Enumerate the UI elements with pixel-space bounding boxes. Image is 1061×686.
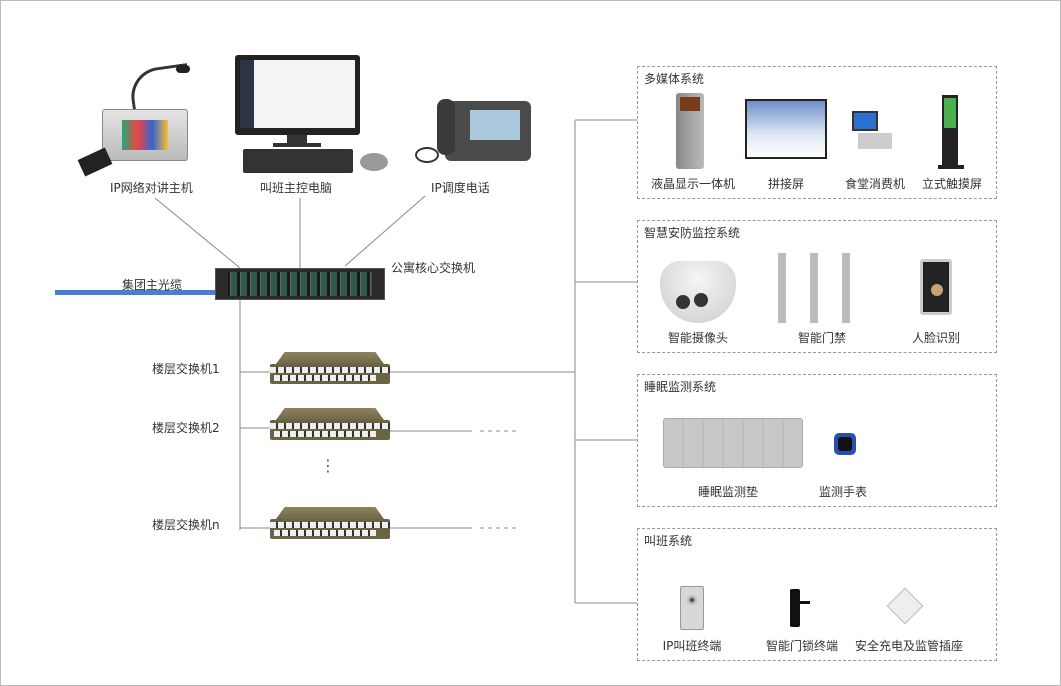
floor-switch-label: 楼层交换机n (152, 518, 220, 532)
system-item: 智能门禁 (797, 331, 847, 345)
system-item: 人脸识别 (911, 331, 961, 345)
system-box-security: 智慧安防监控系统 智能摄像头 智能门禁 人脸识别 (637, 220, 997, 353)
floor-switch-label: 楼层交换机1 (152, 362, 220, 376)
face-recognition-icon (920, 259, 952, 315)
top-device-label: IP网络对讲主机 (110, 181, 193, 195)
sleep-mat-icon (663, 418, 803, 468)
system-box-sleep: 睡眠监测系统 睡眠监测垫 监测手表 (637, 374, 997, 507)
ip-call-terminal-icon (680, 586, 704, 630)
floor-switch-icon (270, 507, 390, 539)
system-item: 智能门锁终端 (765, 639, 839, 653)
system-title: 多媒体系统 (644, 72, 705, 86)
desktop-computer-icon (235, 55, 395, 175)
dome-camera-icon (660, 261, 736, 323)
fiber-label: 集团主光缆 (122, 278, 183, 292)
system-item: 立式触摸屏 (921, 177, 983, 191)
core-switch-label: 公寓核心交换机 (391, 261, 476, 275)
video-wall-icon (745, 99, 827, 159)
pos-terminal-icon (850, 111, 892, 151)
system-item: 食堂消费机 (844, 177, 906, 191)
system-item: 睡眠监测垫 (697, 485, 759, 499)
lcd-kiosk-icon (676, 93, 704, 169)
ellipsis: ⋮ (320, 456, 336, 475)
system-title: 智慧安防监控系统 (644, 226, 741, 240)
link-intercom (154, 197, 241, 269)
ip-phone-icon (415, 95, 535, 170)
safety-socket-icon (886, 587, 924, 625)
system-box-multimedia: 多媒体系统 液晶显示一体机 拼接屏 食堂消费机 立式触摸屏 (637, 66, 997, 199)
system-item: 监测手表 (818, 485, 868, 499)
system-item: 液晶显示一体机 (650, 177, 736, 191)
system-title: 睡眠监测系统 (644, 380, 717, 394)
system-title: 叫班系统 (644, 534, 693, 548)
turnstile-gate-icon (778, 253, 874, 323)
core-switch-icon (215, 268, 385, 300)
fiber-cable (55, 290, 215, 295)
system-item: 安全充电及监管插座 (854, 639, 964, 653)
floor-switch-icon (270, 352, 390, 384)
system-box-call: 叫班系统 IP叫班终端 智能门锁终端 安全充电及监管插座 (637, 528, 997, 661)
floor-switch-label: 楼层交换机2 (152, 421, 220, 435)
link-phone (344, 195, 426, 267)
smartwatch-icon (834, 433, 856, 455)
intercom-host-icon (77, 63, 193, 177)
standing-touchscreen-icon (938, 95, 964, 171)
system-item: IP叫班终端 (662, 639, 722, 653)
top-device-label: IP调度电话 (431, 181, 490, 195)
smart-lock-icon (790, 589, 810, 627)
floor-switch-icon (270, 408, 390, 440)
top-device-label: 叫班主控电脑 (260, 181, 333, 195)
system-item: 拼接屏 (767, 177, 805, 191)
system-item: 智能摄像头 (667, 331, 729, 345)
